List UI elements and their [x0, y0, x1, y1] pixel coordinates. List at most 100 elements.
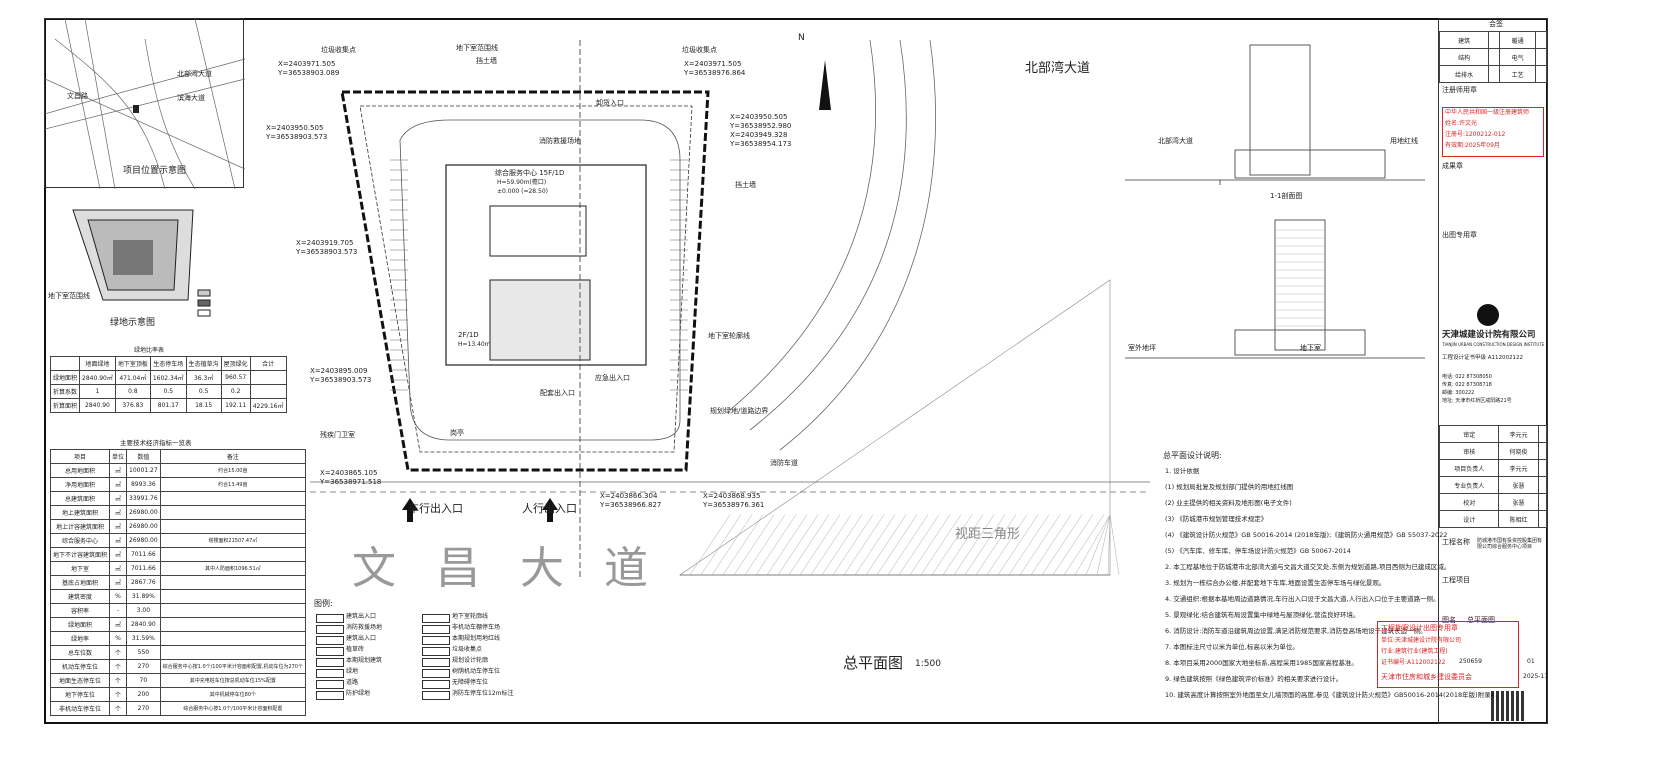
north-label: N: [798, 33, 805, 43]
page: 01: [1527, 658, 1535, 665]
map-label-3: 滨海大道: [177, 94, 205, 102]
building-elev: ±0.000 (=28.50): [497, 188, 548, 195]
hatch-line: [755, 514, 797, 576]
section-label: 用地红线: [1390, 137, 1418, 145]
north-arrow: [819, 60, 831, 110]
coord: X=2403971.505: [684, 60, 742, 68]
project-name-label: 工程名称: [1442, 538, 1470, 546]
map-label-1: 北部湾大道: [177, 70, 212, 78]
project-name: 防城港市国有投资控股集团有限公司综合服务中心项目: [1477, 538, 1543, 550]
section-label: 北部湾大道: [1158, 137, 1193, 145]
section-label: 地下室: [1300, 344, 1321, 352]
legend-swatch: [316, 658, 344, 667]
econ-table-title: 主要技术经济指标一览表: [120, 439, 192, 447]
building-label: 综合服务中心 15F/1D: [495, 169, 565, 177]
hatch-line: [1030, 514, 1072, 576]
legend-swatch: [316, 680, 344, 689]
hatch-line: [689, 514, 731, 576]
hatch-line: [777, 514, 819, 576]
green-map-title: 绿地示意图: [110, 318, 156, 328]
coord: X=2403866.304: [600, 492, 658, 500]
podium-height: H=13.40m: [458, 341, 491, 348]
road-lines: [310, 481, 1150, 576]
drawing-name: 总平面图: [1467, 616, 1495, 624]
architect-stamp: 中华人民共和国一级注册建筑师 姓名:许文光 注册号:1200212-012 有效…: [1442, 107, 1544, 157]
hatch-line: [865, 514, 907, 576]
fax: 传真: 022 87308718: [1442, 382, 1492, 388]
hatch-line: [744, 514, 786, 576]
roles-table: 审定李元元 审核何晓俊 项目负责人李元元 专业负责人张慧 校对张慧 设计陈相红: [1438, 425, 1547, 528]
item-label: 工程项目: [1442, 576, 1470, 584]
coord: Y=36538903.573: [296, 248, 358, 256]
legend: 图例:: [312, 599, 512, 710]
hatch-line: [843, 514, 885, 576]
tower-core: [489, 205, 587, 257]
legend-swatch: [422, 669, 450, 678]
legend-item: 建筑出入口: [346, 635, 377, 642]
legend-title: 图例:: [314, 599, 333, 608]
entrance-arrows: [402, 498, 558, 522]
hatch-line: [854, 514, 896, 576]
hatch-line: [1052, 514, 1094, 576]
legend-swatch: [316, 636, 344, 645]
company-logo: [1477, 304, 1499, 326]
location-map: 北部湾大道 文昌路 滨海大道 项目位置示意图: [44, 18, 246, 190]
hatch-line: [909, 514, 951, 576]
legend-item: 绿地: [346, 668, 359, 675]
coord: X=2403950.505: [266, 124, 324, 132]
coord: X=2403895.009: [310, 367, 368, 375]
green-map: 地下室范围线 绿地示意图: [48, 205, 243, 335]
note-line: 7. 本图标注尺寸以米为单位,标高以米为单位。: [1165, 643, 1299, 651]
legend-swatch: [422, 691, 450, 700]
note-line: (2) 业主提供的相关资料及地形图(电子文件): [1165, 499, 1292, 507]
site-label: 卸货入口: [596, 99, 624, 107]
visibility-label: 视距三角形: [955, 527, 1021, 542]
hatch-line: [1063, 514, 1105, 576]
hatch-line: [942, 514, 984, 576]
hatch-line: [1019, 514, 1061, 576]
section-drawing: [1125, 44, 1425, 359]
hatch-line: [1107, 514, 1111, 576]
legend-swatch: [422, 614, 450, 623]
legend-swatch: [316, 669, 344, 678]
coord: X=2403868.935: [703, 492, 761, 500]
hatch-line: [898, 514, 940, 576]
site-plan: [310, 39, 1150, 580]
site-label: 挡土墙: [735, 181, 756, 189]
north-road-curve: [729, 39, 936, 451]
date: 2025-11: [1523, 673, 1549, 680]
coord: Y=36538903.089: [278, 69, 340, 77]
site-label: 垃圾收集点: [321, 46, 356, 54]
hatch-line: [1008, 514, 1050, 576]
legend-swatch: [316, 647, 344, 656]
survey-stamp: 工程勘察设计出图专用章 单位:天津城建设计院有限公司 行业:建筑行业(建筑工程)…: [1377, 621, 1519, 688]
site-label: 地下室轮廓线: [708, 332, 750, 340]
post: 邮编: 300222: [1442, 390, 1475, 396]
legend-item: 本期规划用地红线: [452, 635, 501, 642]
reg-arch-label: 注册师用章: [1442, 86, 1477, 94]
coord: X=2403865.105: [320, 469, 378, 477]
hatch-line: [700, 514, 742, 576]
legend-item: 地下室轮廓线: [452, 613, 489, 620]
legend-item: 树荫机动车停车位: [452, 668, 501, 675]
visibility-hatch: [689, 514, 1120, 576]
notes-title: 总平面设计说明:: [1163, 451, 1222, 460]
site-label: 垃圾收集点: [682, 46, 717, 54]
site-label: 消防车道: [770, 459, 798, 467]
note-line: 5. 景观绿化:结合建筑布局设置集中绿地与屋顶绿化,营造良好环境。: [1165, 611, 1360, 619]
plan-title: 总平面图: [843, 654, 904, 672]
hatch-line: [920, 514, 962, 576]
legend-item: 植草砖: [346, 646, 365, 653]
out-seal-label: 出图专用章: [1442, 231, 1477, 239]
podium: [489, 279, 591, 361]
main-tower: [445, 164, 647, 366]
hatch-line: [1096, 514, 1111, 576]
